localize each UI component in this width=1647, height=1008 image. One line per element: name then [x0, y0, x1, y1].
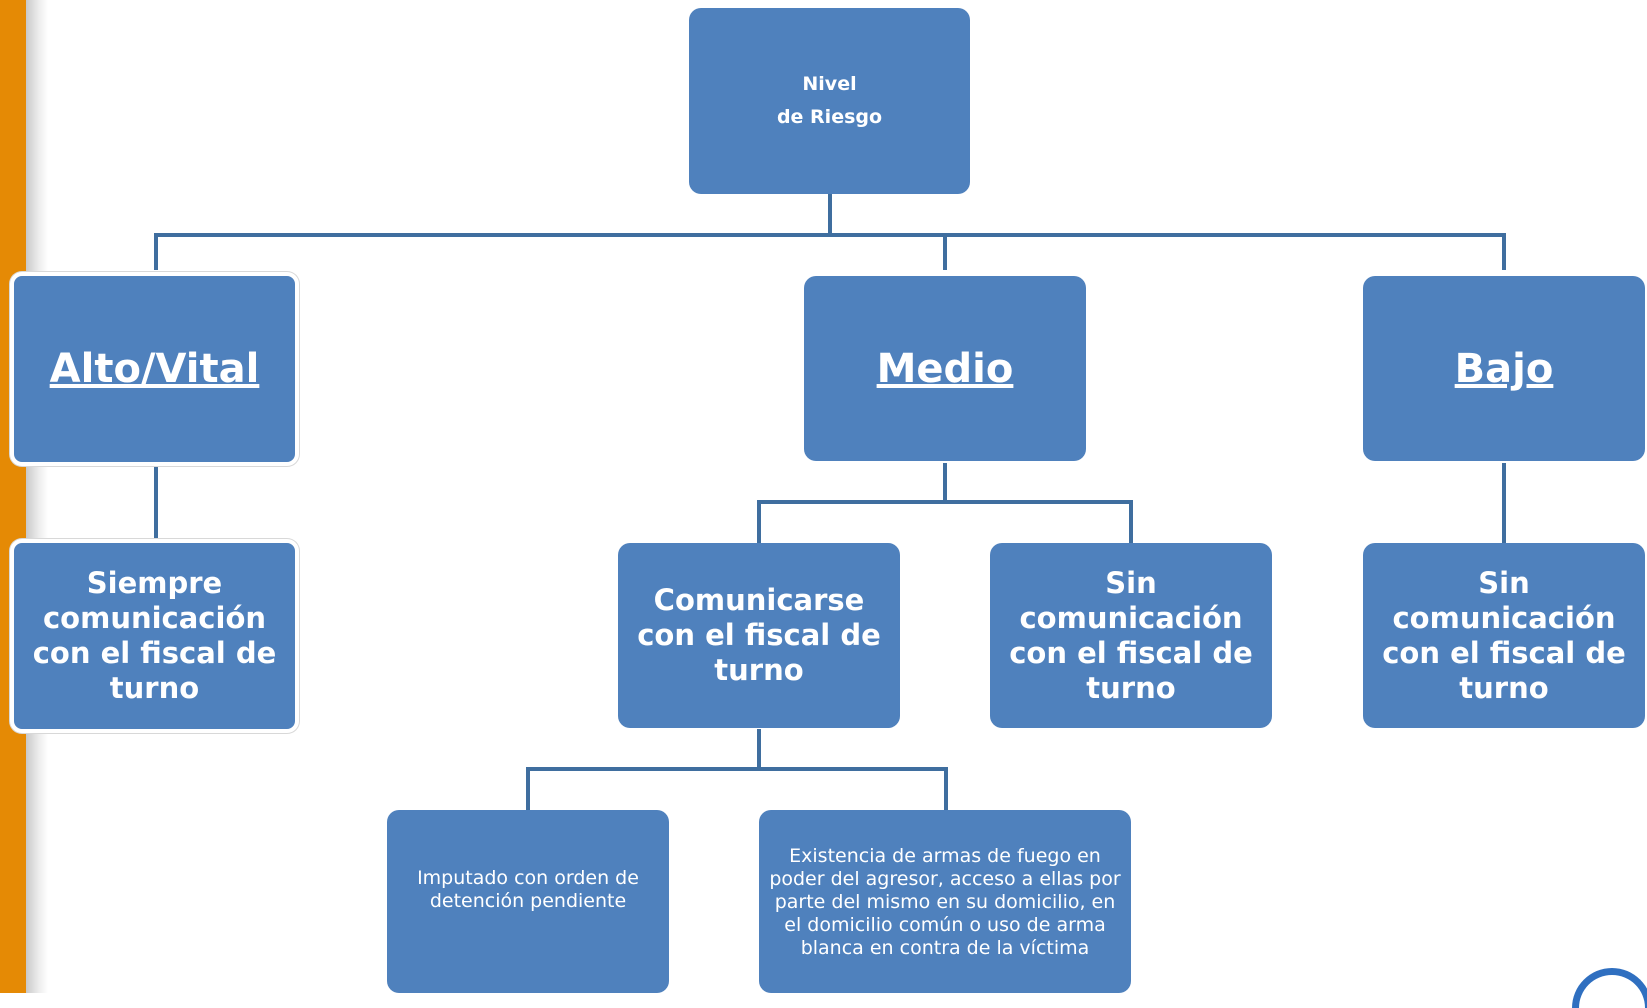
connector-level-bus: [154, 233, 1506, 270]
level-node-medio-label: Medio: [876, 345, 1014, 392]
action-node-alto: Siempre comunicación con el fiscal de tu…: [10, 539, 299, 733]
connector-medio-branches: [757, 500, 1133, 543]
level-node-alto: Alto/Vital: [10, 272, 299, 466]
action-node-medio-comunicarse-label: Comunicarse con el fiscal de turno: [637, 583, 881, 687]
root-node-line-2: de Riesgo: [776, 106, 883, 128]
action-node-medio-sin: Sin comunicación con el fiscal de turno: [990, 543, 1272, 728]
detail-node-imputado: Imputado con orden de detención pendient…: [387, 810, 669, 993]
root-node-line-1: Nivel: [802, 73, 857, 95]
detail-node-armas: Existencia de armas de fuego en poder de…: [759, 810, 1131, 993]
sidebar-accent-bar: [0, 0, 26, 993]
sidebar-shadow: [26, 0, 48, 993]
action-node-bajo: Sin comunicación con el fiscal de turno: [1363, 543, 1645, 728]
level-node-bajo: Bajo: [1363, 276, 1645, 461]
level-node-medio: Medio: [804, 276, 1086, 461]
level-node-alto-label: Alto/Vital: [49, 346, 260, 392]
action-node-bajo-label: Sin comunicación con el fiscal de turno: [1382, 565, 1626, 705]
detail-node-armas-label: Existencia de armas de fuego en poder de…: [769, 845, 1121, 959]
level-node-bajo-label: Bajo: [1454, 345, 1554, 392]
connector-detail-branches: [526, 767, 948, 810]
action-node-alto-label: Siempre comunicación con el fiscal de tu…: [32, 566, 277, 705]
action-node-medio-comunicarse: Comunicarse con el fiscal de turno: [618, 543, 900, 728]
action-node-medio-sin-label: Sin comunicación con el fiscal de turno: [1009, 565, 1253, 705]
root-node-nivel-de-riesgo: Nivel de Riesgo: [689, 8, 970, 194]
detail-node-imputado-label: Imputado con orden de detención pendient…: [417, 866, 639, 912]
